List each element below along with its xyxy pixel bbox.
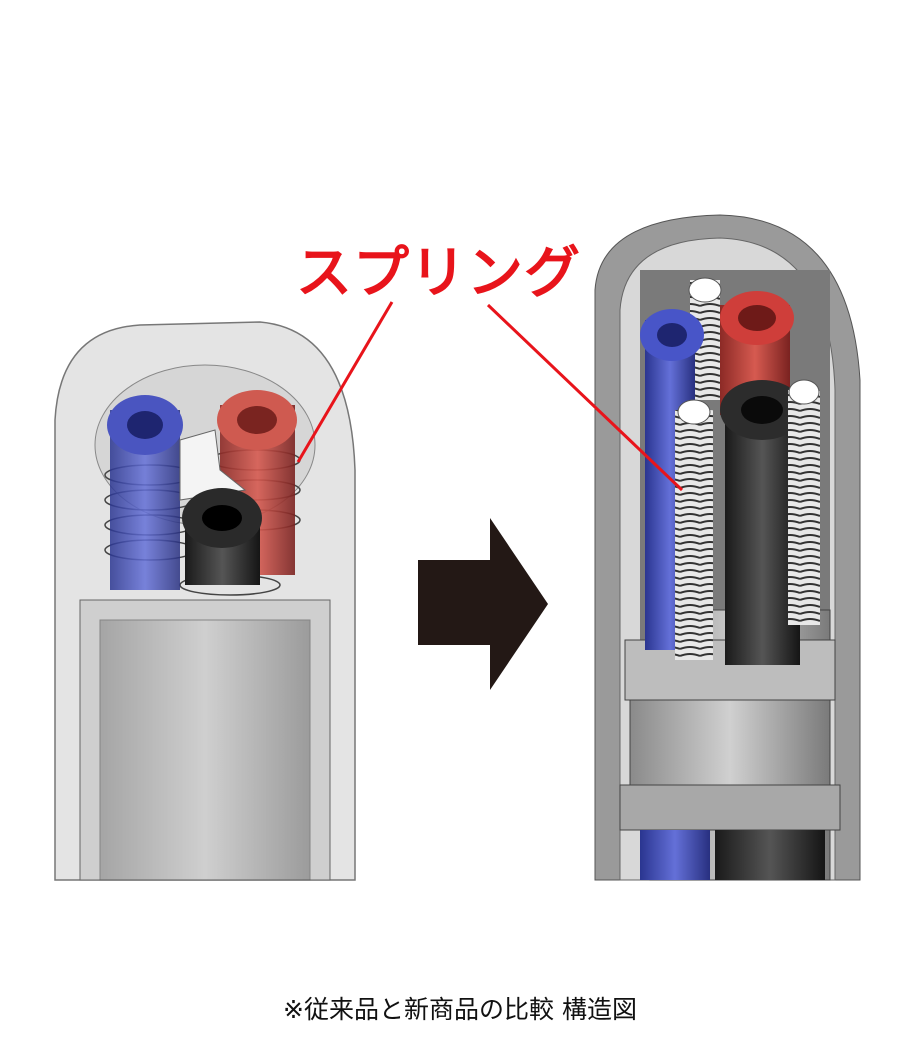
spring-icon bbox=[675, 379, 820, 660]
arrow-right-icon bbox=[418, 518, 548, 690]
figure-caption: ※従来品と新商品の比較 構造図 bbox=[283, 995, 637, 1024]
callout-lines bbox=[296, 301, 684, 492]
old-product-illustration bbox=[54, 321, 356, 881]
spring-callout-label: スプリング bbox=[296, 241, 581, 306]
new-product-illustration bbox=[594, 214, 861, 881]
